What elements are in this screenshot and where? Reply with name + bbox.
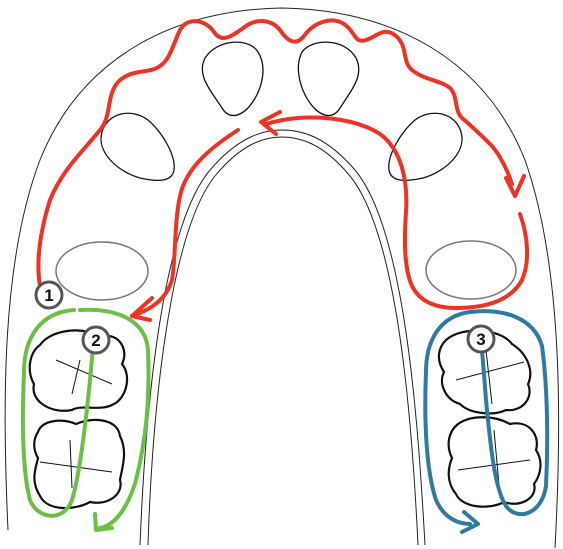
- marker-3-label: 3: [476, 330, 485, 349]
- marker-1: 1: [36, 282, 62, 308]
- tooth-premolar-left: [56, 242, 148, 300]
- palate-inner-line: [148, 137, 418, 545]
- marker-1-label: 1: [44, 286, 53, 305]
- tooth-premolar-right: [426, 241, 516, 299]
- marker-2: 2: [83, 327, 109, 353]
- tooth-lateral-right: [389, 113, 462, 180]
- marker-3: 3: [468, 326, 494, 352]
- path-red-arrow-right: [506, 176, 524, 196]
- tooth-lateral-left: [101, 113, 174, 180]
- tooth-molar-left-upper: [30, 330, 127, 410]
- tooth-incisor-left: [202, 42, 263, 115]
- marker-2-label: 2: [91, 331, 100, 350]
- tooth-incisor-right: [298, 42, 358, 115]
